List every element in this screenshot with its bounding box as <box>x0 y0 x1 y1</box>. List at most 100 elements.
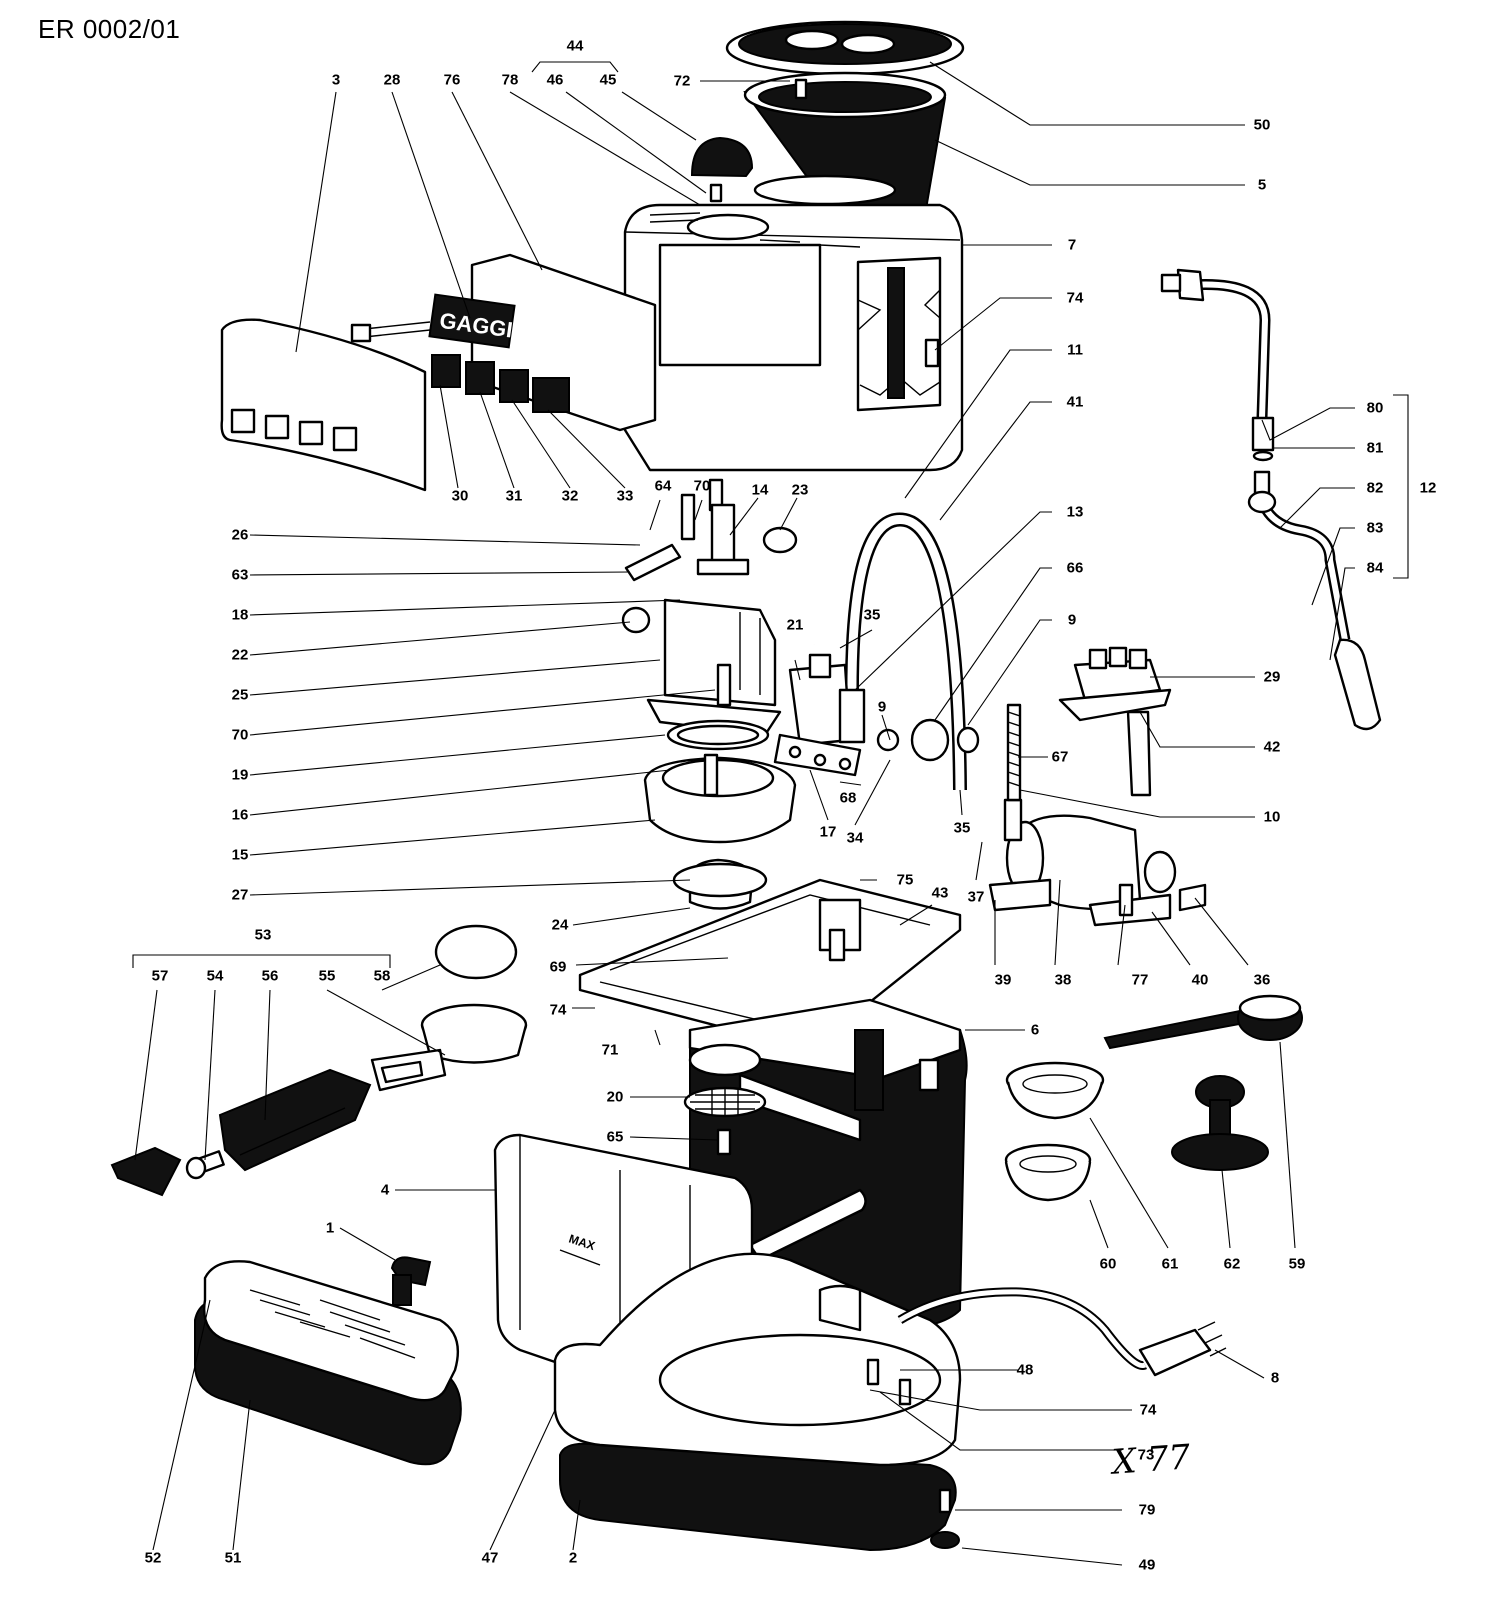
callout-32: 32 <box>561 487 579 505</box>
valve-block-part-21 <box>773 653 980 777</box>
callout-7: 7 <box>1067 236 1077 254</box>
shower-plate-part-20 <box>683 1086 767 1156</box>
upper-housing-part-7 <box>623 174 964 472</box>
callout-25: 25 <box>231 686 249 704</box>
callout-36: 36 <box>1253 971 1271 989</box>
callout-1: 1 <box>325 1219 335 1237</box>
callout-13: 13 <box>1066 503 1084 521</box>
callout-54: 54 <box>206 967 224 985</box>
callout-65: 65 <box>606 1128 624 1146</box>
callout-11: 11 <box>1067 341 1083 359</box>
callout-29: 29 <box>1263 668 1281 686</box>
callout-40: 40 <box>1191 971 1209 989</box>
callout-23: 23 <box>791 481 809 499</box>
terminal-block-part-29 <box>1058 646 1172 797</box>
pipe-part-1 <box>390 1256 432 1306</box>
callout-51: 51 <box>224 1549 242 1567</box>
callout-34: 34 <box>846 829 864 847</box>
callout-3: 3 <box>331 71 341 89</box>
power-cord-part-8 <box>897 1287 1227 1377</box>
callout-20: 20 <box>606 1088 624 1106</box>
callout-57: 57 <box>151 967 169 985</box>
callout-9-middle: 9 <box>877 698 887 716</box>
callout-74-lower: 74 <box>1139 1401 1157 1419</box>
callout-73: 73 <box>1137 1446 1155 1464</box>
callout-44: 44 <box>566 37 584 55</box>
callout-72: 72 <box>673 72 691 90</box>
callout-4: 4 <box>380 1181 390 1199</box>
callout-60: 60 <box>1099 1255 1117 1273</box>
callout-45: 45 <box>599 71 617 89</box>
steam-wand-part-12 <box>1160 268 1382 731</box>
callout-48: 48 <box>1016 1361 1034 1379</box>
callout-69: 69 <box>549 958 567 976</box>
callout-28: 28 <box>383 71 401 89</box>
callout-55: 55 <box>318 967 336 985</box>
callout-19: 19 <box>231 766 249 784</box>
callout-53: 53 <box>254 926 272 944</box>
callout-35-lower: 35 <box>953 819 971 837</box>
callout-76: 76 <box>443 71 461 89</box>
hoses-part-11 <box>810 483 967 791</box>
callout-22: 22 <box>231 646 249 664</box>
callout-63: 63 <box>231 566 249 584</box>
callout-66: 66 <box>1066 559 1084 577</box>
callout-71: 71 <box>601 1041 619 1059</box>
callout-39: 39 <box>994 971 1012 989</box>
callout-21: 21 <box>786 616 804 634</box>
callout-81: 81 <box>1366 439 1384 457</box>
callout-83: 83 <box>1366 519 1384 537</box>
measuring-scoop-part-59 <box>1103 994 1303 1050</box>
callout-61: 61 <box>1161 1255 1179 1273</box>
callout-24: 24 <box>551 916 569 934</box>
knob-part-45 <box>690 136 754 203</box>
callout-38: 38 <box>1054 971 1072 989</box>
callout-74-left: 74 <box>549 1001 567 1019</box>
group-head-part-16 <box>643 719 797 910</box>
filter-paper-part-58 <box>434 924 518 980</box>
callout-70-left: 70 <box>231 726 249 744</box>
handle-part-56 <box>218 1068 372 1172</box>
callout-16: 16 <box>231 806 249 824</box>
callout-46: 46 <box>546 71 564 89</box>
callout-10: 10 <box>1263 808 1281 826</box>
callout-14: 14 <box>751 481 769 499</box>
callout-6: 6 <box>1030 1021 1040 1039</box>
callout-80: 80 <box>1366 399 1384 417</box>
end-cap-part-57 <box>110 1146 182 1197</box>
callout-12: 12 <box>1419 479 1437 497</box>
callout-2: 2 <box>568 1549 578 1567</box>
portafilter-part-55 <box>370 1003 528 1092</box>
callout-75: 75 <box>896 871 914 889</box>
callout-42: 42 <box>1263 738 1281 756</box>
callout-62: 62 <box>1223 1255 1241 1273</box>
callout-84: 84 <box>1366 559 1384 577</box>
callout-5: 5 <box>1257 176 1267 194</box>
callout-15: 15 <box>231 846 249 864</box>
callout-31: 31 <box>505 487 523 505</box>
front-facia-part-3 <box>220 318 427 492</box>
filter-basket-part-60 <box>1004 1143 1092 1202</box>
callout-67: 67 <box>1051 748 1069 766</box>
callout-70-upper: 70 <box>693 477 711 495</box>
callout-47: 47 <box>481 1549 499 1567</box>
filter-basket-part-61 <box>1005 1061 1105 1120</box>
callout-43: 43 <box>931 884 949 902</box>
leader-lines <box>132 61 1409 1566</box>
callout-79: 79 <box>1138 1501 1156 1519</box>
callout-35-upper: 35 <box>863 606 881 624</box>
handwritten-note: X 77 <box>1110 1437 1192 1483</box>
callout-52: 52 <box>144 1549 162 1567</box>
tube-part-67 <box>1006 703 1022 802</box>
callout-49: 49 <box>1138 1556 1156 1574</box>
callout-8: 8 <box>1270 1369 1280 1387</box>
callout-59: 59 <box>1288 1255 1306 1273</box>
tamper-part-62 <box>1171 1075 1269 1171</box>
callout-17: 17 <box>819 823 837 841</box>
control-panel-part-76: GAGGIA <box>350 253 657 432</box>
screw-part-54 <box>185 1150 225 1180</box>
main-body-part-6 <box>688 998 968 1332</box>
callout-30: 30 <box>451 487 469 505</box>
callout-41: 41 <box>1066 393 1084 411</box>
